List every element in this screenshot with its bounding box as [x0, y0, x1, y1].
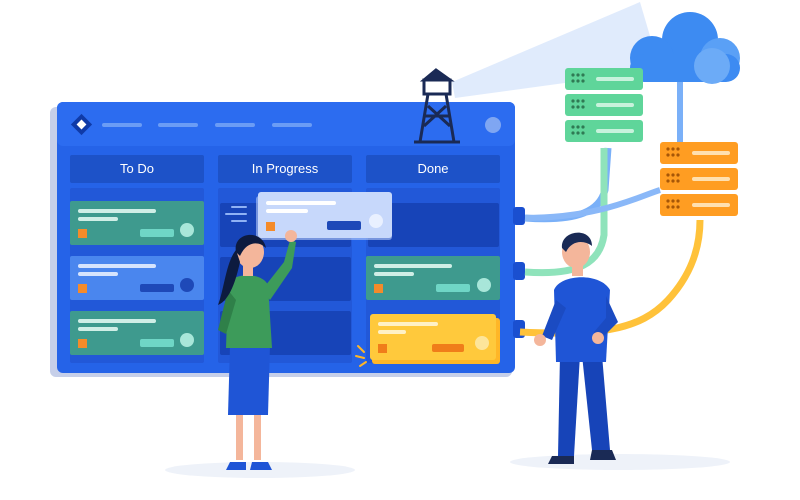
watchtower-icon [414, 68, 460, 144]
logo-icon [70, 113, 93, 136]
card-done-1[interactable] [366, 256, 500, 300]
nav-placeholder-2[interactable] [158, 123, 198, 127]
sparkle-lines [355, 345, 367, 367]
avatar-dot-icon[interactable] [485, 117, 501, 133]
motion-lines [225, 206, 247, 222]
server-icon [660, 142, 738, 216]
column-header-in-progress[interactable]: In Progress [218, 155, 352, 183]
column-header-done[interactable]: Done [366, 155, 500, 183]
nav-placeholder-3[interactable] [215, 123, 255, 127]
card-slot-empty [368, 203, 499, 247]
cable-blue-2 [524, 187, 661, 221]
floor-shadow-right [510, 454, 730, 470]
column-header-todo[interactable]: To Do [70, 155, 204, 183]
cloud-icon [630, 12, 740, 84]
card-highlighted[interactable] [370, 314, 500, 364]
nav-placeholder-1[interactable] [102, 123, 142, 127]
card-todo-1[interactable] [70, 201, 204, 245]
nav-placeholder-4[interactable] [272, 123, 312, 127]
person-man [534, 232, 618, 464]
person-woman [218, 230, 297, 470]
server-icon [565, 68, 643, 142]
card-dragged[interactable] [256, 192, 392, 240]
column-header-label: To Do [120, 161, 154, 176]
column-header-label: Done [417, 161, 449, 176]
column-header-label: In Progress [251, 161, 319, 176]
card-todo-2[interactable] [70, 256, 204, 300]
card-todo-3[interactable] [70, 311, 204, 355]
cable-green [524, 148, 608, 277]
